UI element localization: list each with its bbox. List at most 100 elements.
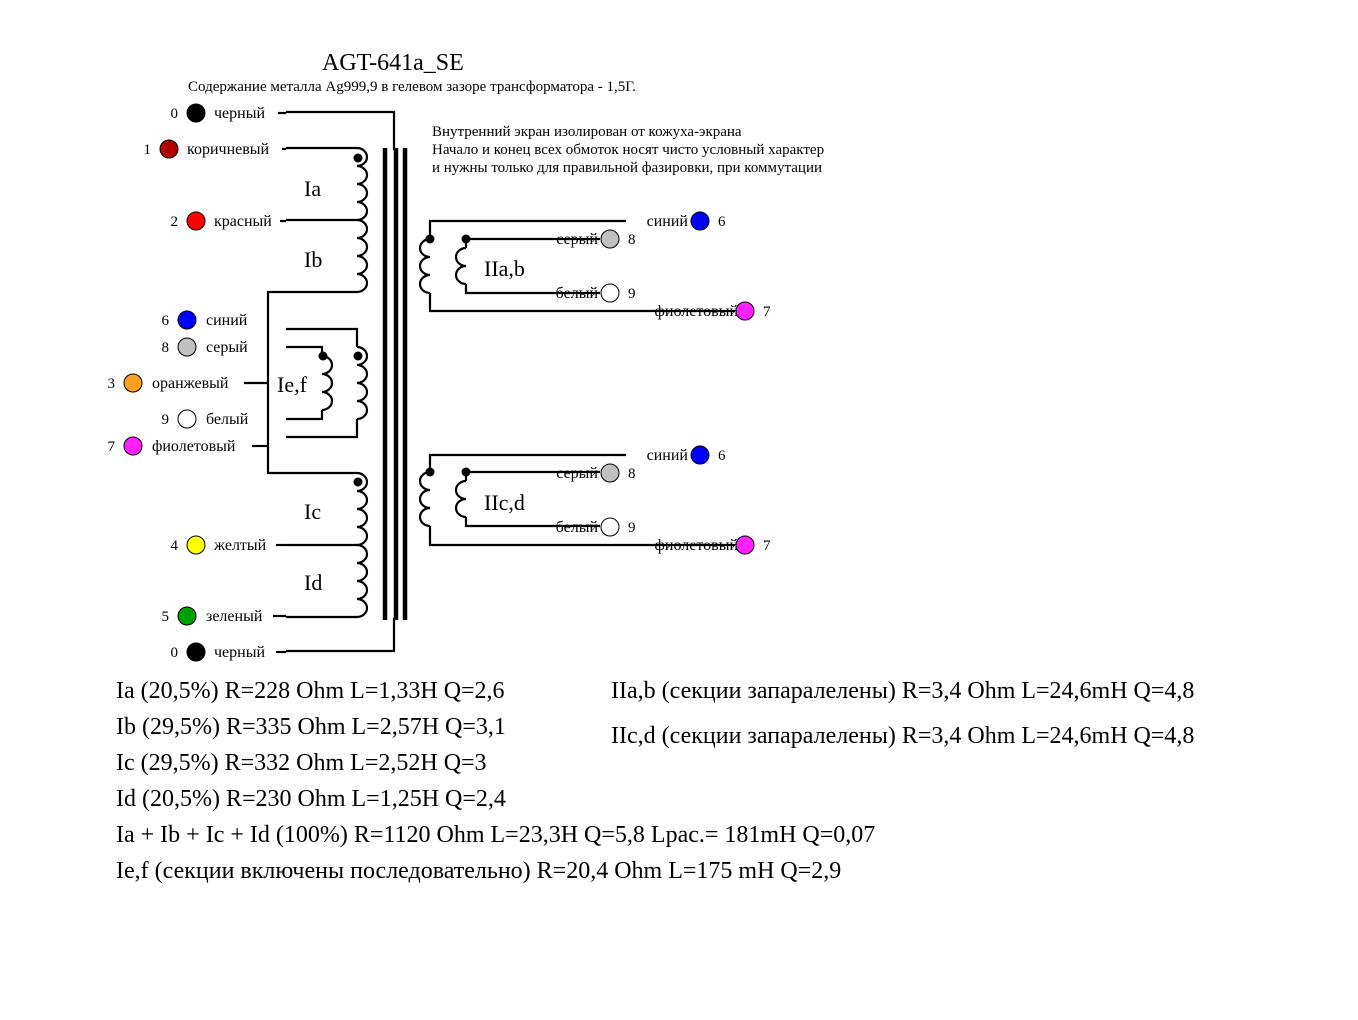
terminal: белый 9 xyxy=(162,409,249,429)
terminal-dot xyxy=(186,211,206,231)
terminal-label: черный xyxy=(214,644,265,661)
terminal: коричневый 1 xyxy=(144,139,286,159)
terminal: фиолетовый 7 xyxy=(655,301,771,321)
terminal-dot xyxy=(600,283,620,303)
terminal-number: 8 xyxy=(628,232,636,248)
terminal-dot xyxy=(186,535,206,555)
terminal: синий 6 xyxy=(162,310,248,330)
note-line-2: Начало и конец всех обмоток носят чисто … xyxy=(432,142,824,158)
terminal-number: 3 xyxy=(108,376,116,392)
terminal-label: синий xyxy=(647,213,689,230)
winding-label-iiab: IIa,b xyxy=(484,256,525,281)
terminal: зеленый 5 xyxy=(162,606,286,626)
diagram-subtitle: Содержание металла Ag999,9 в гелевом заз… xyxy=(188,79,636,95)
terminal-number: 9 xyxy=(628,520,636,536)
terminal: белый 9 xyxy=(556,283,636,303)
terminal: черный 0 xyxy=(171,642,286,662)
terminal-dot xyxy=(735,535,755,555)
terminal-number: 9 xyxy=(162,412,170,428)
terminal-number: 4 xyxy=(171,538,179,554)
terminal-label: фиолетовый xyxy=(655,303,739,320)
shield-wire xyxy=(286,110,396,653)
terminal-number: 6 xyxy=(718,214,726,230)
terminal-dot xyxy=(600,517,620,537)
terminal-dot xyxy=(186,103,206,123)
primary-winding xyxy=(266,146,369,619)
diagram-title: AGT-641a_SE xyxy=(322,50,464,76)
winding-label-ia: Ia xyxy=(304,176,321,201)
terminal-dot xyxy=(177,606,197,626)
terminal-label: серый xyxy=(556,231,598,248)
winding-iiab xyxy=(418,219,735,313)
terminal-number: 8 xyxy=(628,466,636,482)
terminal: серый 8 xyxy=(556,463,636,483)
terminal-label: синий xyxy=(206,312,248,329)
terminal-number: 7 xyxy=(108,439,116,455)
secondary-top-terminals: синий 6 серый 8 белый 9 фиолетовый 7 xyxy=(556,211,771,321)
winding-label-iicd: IIc,d xyxy=(484,490,525,515)
terminal-label: оранжевый xyxy=(152,375,229,392)
terminal-label: белый xyxy=(206,411,249,428)
terminal-number: 2 xyxy=(171,214,179,230)
spec-ic: Ic (29,5%) R=332 Ohm L=2,52H Q=3 xyxy=(116,750,487,776)
spec-total: Ia + Ib + Ic + Id (100%) R=1120 Ohm L=23… xyxy=(116,822,875,848)
winding-label-ief: Ie,f xyxy=(277,372,308,397)
terminal-number: 0 xyxy=(171,645,179,661)
note-line-3: и нужны только для правильной фазировки,… xyxy=(432,160,822,176)
terminal-label: серый xyxy=(556,465,598,482)
terminal-number: 0 xyxy=(171,106,179,122)
terminal-dot xyxy=(123,373,143,393)
winding-iicd xyxy=(418,453,735,547)
winding-label-id: Id xyxy=(304,570,322,595)
terminal-number: 6 xyxy=(718,448,726,464)
terminal-dot xyxy=(735,301,755,321)
terminal-dot xyxy=(177,310,197,330)
note-line-1: Внутренний экран изолирован от кожуха-эк… xyxy=(432,124,742,140)
spec-ief: Ie,f (секции включены последовательно) R… xyxy=(116,858,841,884)
spec-iicd: IIc,d (секции запаралелены) R=3,4 Ohm L=… xyxy=(611,723,1194,749)
terminal: оранжевый 3 xyxy=(108,373,268,393)
terminal-label: черный xyxy=(214,105,265,122)
terminal-label: серый xyxy=(206,339,248,356)
winding-label-ic: Ic xyxy=(304,499,321,524)
terminal-label: синий xyxy=(647,447,689,464)
terminal-number: 7 xyxy=(763,538,771,554)
terminal-label: фиолетовый xyxy=(152,438,236,455)
terminal-label: белый xyxy=(556,519,599,536)
terminal-number: 8 xyxy=(162,340,170,356)
terminal: красный 2 xyxy=(171,211,286,231)
transformer-core xyxy=(382,148,408,620)
terminal: синий 6 xyxy=(647,211,726,231)
terminal-label: зеленый xyxy=(206,608,263,625)
winding-label-ib: Ib xyxy=(304,247,322,272)
terminal: синий 6 xyxy=(647,445,726,465)
terminal-label: белый xyxy=(556,285,599,302)
spec-id: Id (20,5%) R=230 Ohm L=1,25H Q=2,4 xyxy=(116,786,506,812)
terminal-dot xyxy=(690,445,710,465)
terminal-number: 6 xyxy=(162,313,170,329)
terminal: черный 0 xyxy=(171,103,286,123)
specs-left: Ia (20,5%) R=228 Ohm L=1,33H Q=2,6 Ib (2… xyxy=(116,678,875,884)
terminal-number: 1 xyxy=(144,142,152,158)
terminal-dot xyxy=(177,409,197,429)
specs-right: IIa,b (секции запаралелены) R=3,4 Ohm L=… xyxy=(611,678,1194,749)
terminal-label: красный xyxy=(214,213,272,230)
terminal-dot xyxy=(123,436,143,456)
terminal: белый 9 xyxy=(556,517,636,537)
terminal-number: 9 xyxy=(628,286,636,302)
terminal-number: 5 xyxy=(162,609,170,625)
winding-ief xyxy=(286,327,369,439)
terminal-dot xyxy=(186,642,206,662)
terminal: желтый 4 xyxy=(171,535,286,555)
terminal-label: желтый xyxy=(213,537,267,554)
spec-iiab: IIa,b (секции запаралелены) R=3,4 Ohm L=… xyxy=(611,678,1194,704)
terminal-label: коричневый xyxy=(187,141,270,158)
terminal-dot xyxy=(177,337,197,357)
terminal-number: 7 xyxy=(763,304,771,320)
spec-ia: Ia (20,5%) R=228 Ohm L=1,33H Q=2,6 xyxy=(116,678,505,704)
terminal-dot xyxy=(600,463,620,483)
primary-terminals: черный 0 коричневый 1 красный 2 синий 6 серый 8 ор… xyxy=(108,103,286,662)
